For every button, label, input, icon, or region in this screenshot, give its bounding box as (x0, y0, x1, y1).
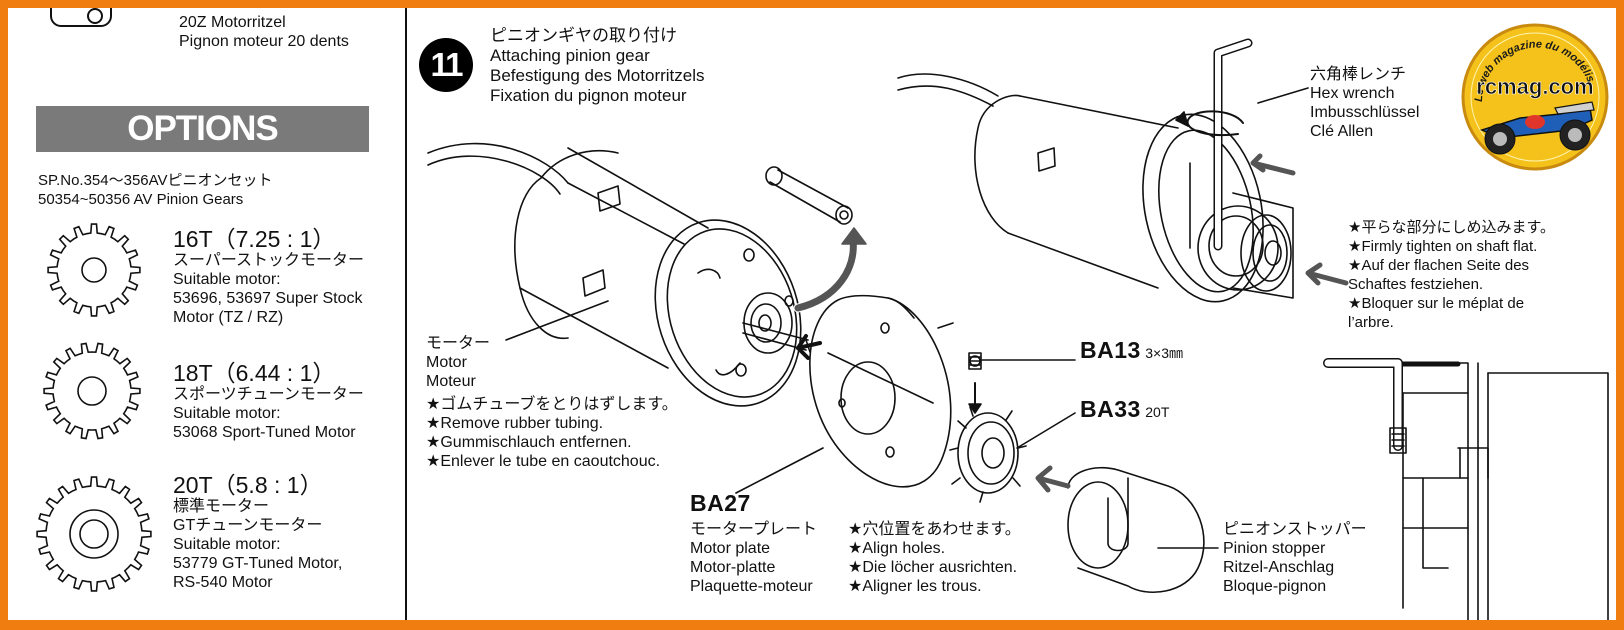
note-line: ★平らな部分にしめ込みます。 (1348, 219, 1555, 236)
note-line: ★Bloquer sur le méplat de (1348, 295, 1525, 312)
wrench-label-line: 六角棒レンチ (1310, 66, 1407, 83)
ba27-label-line: モータープレート (690, 521, 818, 538)
motor-label-line: Moteur (426, 373, 476, 390)
stopper-label-line: Bloque-pignon (1223, 578, 1327, 595)
note-line: ★Gummischlauch entfernen. (426, 434, 632, 451)
motor-illustration (427, 142, 867, 407)
gear-outline (36, 476, 152, 592)
logo-name: rcmag.com (1476, 74, 1593, 99)
top-fragment-text: 20Z Motorritzel Pignon moteur 20 dents (179, 13, 349, 51)
step-title-line: ピニオンギヤの取り付け (490, 26, 677, 45)
gear-detail-line: 標準モーター (173, 498, 270, 515)
gear-detail-line: 53696, 53697 Super Stock (173, 290, 363, 307)
options-banner: OPTIONS (36, 106, 369, 152)
ba33-code: BA33 (1080, 396, 1141, 422)
assembled-motor-illustration (897, 38, 1349, 303)
wrench-label-line: Imbusschlüssel (1310, 104, 1420, 121)
note-line: ★Die löcher ausrichten. (848, 559, 1018, 576)
note-line: ★ゴムチューブをとりはずします。 (426, 396, 678, 413)
stopper-label-line: Ritzel-Anschlag (1223, 559, 1335, 576)
remove-tubing-note: ★ゴムチューブをとりはずします。 ★Remove rubber tubing. … (426, 395, 678, 471)
motor-plate-illustration (735, 294, 954, 494)
gear-18t-title: 18T（6.44 : 1） (173, 360, 336, 386)
step-number-badge: 11 (419, 38, 473, 92)
gear-20t-title: 20T（5.8 : 1） (173, 472, 323, 498)
gear-detail-line: GTチューンモーター (173, 517, 323, 534)
stopper-label-line: ピニオンストッパー (1223, 521, 1367, 538)
gear-16t-icon (47, 223, 141, 317)
motor-label: モーター Motor Moteur (426, 334, 490, 391)
note-line: ★Remove rubber tubing. (426, 415, 604, 432)
gear-20t-details: 標準モーター GTチューンモーター Suitable motor: 53779 … (173, 497, 342, 592)
pinion-stopper-label: ピニオンストッパー Pinion stopper Ritzel-Anschlag… (1223, 520, 1367, 596)
ba13-label: BA13 3×3㎜ (1080, 339, 1184, 363)
gear-detail-line: 53068 Sport-Tuned Motor (173, 424, 356, 441)
pinion-set-line: SP.No.354～356AVピニオンセット (38, 172, 273, 189)
gear-detail-line: Suitable motor: (173, 405, 281, 422)
stopper-label-line: Pinion stopper (1223, 540, 1326, 557)
gear-detail-line: 53779 GT-Tuned Motor, (173, 555, 343, 572)
gear-18t-icon (43, 342, 141, 440)
gear-detail-line: スポーツチューンモーター (173, 386, 364, 403)
note-line: ★Auf der flachen Seite des (1348, 257, 1530, 274)
gear-20t-icon (36, 476, 152, 592)
ba33-label: BA33 20T (1080, 398, 1170, 422)
top-fragment-line: 20Z Motorritzel (179, 14, 286, 31)
rcmag-logo[interactable]: Le web magazine du modélisme rcmag.com (1460, 22, 1610, 172)
note-line: Schaftes festziehen. (1348, 276, 1484, 293)
gear-hub-ring (69, 509, 119, 559)
assembly-drawing (427, 38, 1609, 620)
gear-outline (47, 223, 141, 317)
instruction-sheet: 20Z Motorritzel Pignon moteur 20 dents O… (8, 8, 1616, 620)
ba13-size: 3×3㎜ (1145, 345, 1184, 361)
gear-detail-line: Suitable motor: (173, 271, 281, 288)
hex-wrench-label: 六角棒レンチ Hex wrench Imbusschlüssel Clé All… (1310, 65, 1419, 141)
note-line: ★穴位置をあわせます。 (848, 521, 1021, 538)
gear-16t-title: 16T（7.25 : 1） (173, 226, 336, 252)
logo-badge-icon: Le web magazine du modélisme rcmag.com (1460, 22, 1609, 171)
note-line: ★Enlever le tube en caoutchouc. (426, 453, 661, 470)
step-title: ピニオンギヤの取り付け Attaching pinion gear Befest… (490, 26, 705, 106)
gear-18t-details: スポーツチューンモーター Suitable motor: 53068 Sport… (173, 385, 364, 442)
gear-detail-line: RS-540 Motor (173, 574, 273, 591)
wrench-label-line: Hex wrench (1310, 85, 1395, 102)
gear-hole (81, 257, 107, 283)
pinion-gear-illustration (949, 352, 1076, 503)
top-gear-illustration (50, 8, 112, 27)
gear-detail-line: Suitable motor: (173, 536, 281, 553)
step-title-line: Fixation du pignon moteur (490, 86, 687, 105)
ba33-size: 20T (1145, 404, 1170, 420)
gear-hole (79, 519, 109, 549)
align-holes-note: ★穴位置をあわせます。 ★Align holes. ★Die löcher au… (848, 520, 1021, 596)
ba27-code: BA27 (690, 490, 751, 516)
gear-detail-line: スーパーストックモーター (173, 252, 365, 269)
ba27-label-line: Motor plate (690, 540, 771, 557)
pinion-set-title: SP.No.354～356AVピニオンセット 50354~50356 AV Pi… (38, 171, 273, 209)
top-fragment-line: Pignon moteur 20 dents (179, 33, 349, 50)
note-line: ★Aligner les trous. (848, 578, 982, 595)
gear-outline (43, 342, 141, 440)
wrench-label-line: Clé Allen (1310, 123, 1374, 140)
pinion-stopper-illustration (1035, 465, 1219, 593)
ba27-label: モータープレート Motor plate Motor-platte Plaque… (690, 520, 817, 596)
ba27-label-line: Plaquette-moteur (690, 578, 813, 595)
ba27-label-line: Motor-platte (690, 559, 776, 576)
note-line: ★Firmly tighten on shaft flat. (1348, 238, 1538, 255)
ba13-code: BA13 (1080, 337, 1141, 363)
step-title-line: Attaching pinion gear (490, 46, 650, 65)
tighten-note: ★平らな部分にしめ込みます。 ★Firmly tighten on shaft … (1348, 218, 1555, 332)
gear-hole (77, 376, 107, 406)
motor-label-line: Motor (426, 354, 467, 371)
detail-view-illustration (1323, 358, 1609, 620)
gear-16t-details: スーパーストックモーター Suitable motor: 53696, 5369… (173, 251, 364, 327)
motor-label-line: モーター (426, 335, 491, 352)
option-gears-drawing (36, 223, 152, 592)
column-divider (405, 8, 407, 620)
gear-detail-line: Motor (TZ / RZ) (173, 309, 284, 326)
pinion-set-line: 50354~50356 AV Pinion Gears (38, 191, 244, 208)
note-line: l’arbre. (1348, 314, 1394, 331)
note-line: ★Align holes. (848, 540, 946, 557)
step-title-line: Befestigung des Motorritzels (490, 66, 705, 85)
